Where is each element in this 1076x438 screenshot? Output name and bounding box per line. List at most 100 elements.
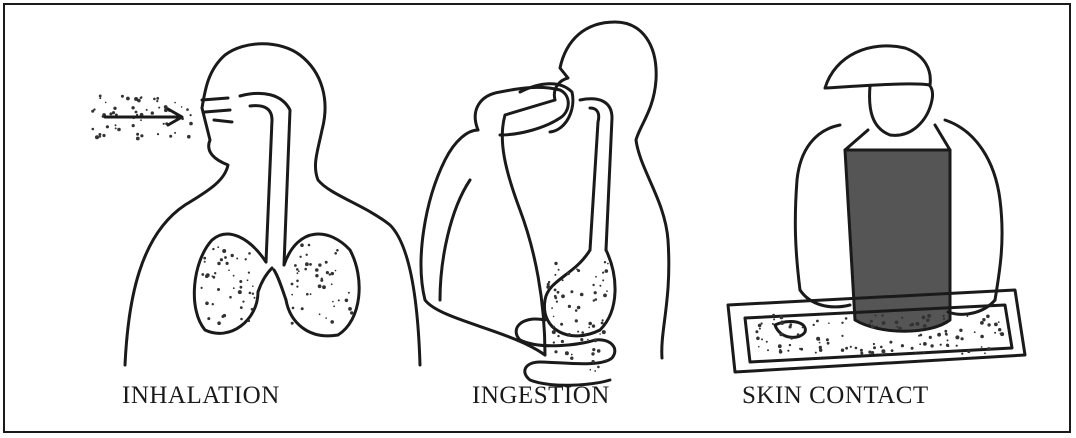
- gut-dot: [570, 290, 573, 293]
- tray-dot: [959, 329, 962, 332]
- lung-dot: [242, 301, 244, 303]
- tray-dot: [815, 352, 817, 354]
- gut-dot: [594, 291, 597, 294]
- lung-dot: [306, 293, 309, 296]
- gut-dot: [568, 305, 571, 308]
- lung-dot: [345, 299, 349, 303]
- particle-dot: [115, 124, 117, 126]
- tray-dot: [919, 334, 922, 337]
- tray-dot: [980, 335, 984, 339]
- gut-dot: [595, 276, 597, 278]
- tray-dot: [947, 339, 949, 341]
- lung-dot: [296, 286, 298, 288]
- tray-dot: [943, 318, 945, 320]
- tray-dot: [930, 344, 933, 347]
- gut-dot: [565, 351, 569, 355]
- particle-dot: [115, 127, 117, 129]
- particle-dot: [174, 102, 176, 104]
- tray-dot: [942, 315, 944, 317]
- lung-dot: [233, 275, 235, 277]
- particle-dot: [151, 111, 154, 114]
- tray-dot: [901, 317, 903, 319]
- gut-dot: [607, 263, 609, 265]
- lung-dot: [296, 268, 299, 271]
- gut-dot: [591, 360, 594, 363]
- tray-dot: [816, 337, 820, 341]
- gut-dot: [552, 330, 556, 334]
- tray-dot: [819, 342, 821, 344]
- gut-dot: [602, 272, 604, 274]
- tray-dot: [828, 322, 830, 324]
- lung-dot: [252, 285, 254, 287]
- gut-dot: [605, 359, 607, 361]
- gut-dot: [570, 357, 573, 360]
- lung-dot: [248, 272, 250, 274]
- gut-dot: [601, 322, 604, 325]
- gut-dot: [605, 269, 609, 273]
- tray-dot: [922, 316, 926, 320]
- lung-dot: [300, 243, 304, 247]
- airflow-arrow-icon: [105, 109, 182, 125]
- gut-dot: [603, 294, 607, 298]
- particle-dot: [137, 99, 141, 103]
- particle-dot: [113, 107, 116, 110]
- tray-dot: [967, 315, 969, 317]
- lung-dot: [325, 261, 328, 264]
- tray-dot: [896, 326, 898, 328]
- lung-dot: [207, 317, 210, 320]
- tray-dot: [923, 342, 927, 346]
- gut-dot: [561, 294, 565, 298]
- gut-dot: [554, 289, 557, 292]
- particle-dot: [112, 111, 115, 114]
- tray-dot: [927, 314, 931, 318]
- particle-dot: [153, 98, 156, 101]
- tray-dot: [773, 318, 775, 320]
- tray-dot: [779, 333, 783, 337]
- tray-dot: [816, 320, 819, 323]
- lung-dot: [224, 256, 227, 259]
- tray-dot: [885, 353, 887, 355]
- particle-dot: [99, 97, 101, 99]
- tray-dot: [901, 344, 904, 347]
- tray-dot: [994, 323, 998, 327]
- lung-dot: [335, 270, 337, 272]
- lung-dot: [319, 313, 321, 315]
- particle-dot: [187, 135, 191, 139]
- gut-dot: [561, 340, 564, 343]
- gut-dot: [553, 316, 555, 318]
- tray-dot: [871, 352, 873, 354]
- tray-dot: [882, 321, 886, 325]
- gut-dot: [591, 352, 594, 355]
- lung-dot: [228, 269, 230, 271]
- tray-dot: [940, 344, 942, 346]
- particle-dot: [95, 135, 99, 139]
- tray-dot: [987, 323, 990, 326]
- label-inhalation: INHALATION: [122, 382, 280, 410]
- lung-dot: [231, 254, 234, 257]
- ingestion-stipple: [546, 261, 608, 372]
- tray-dot: [895, 321, 899, 325]
- lung-dot: [334, 252, 337, 255]
- tray-dot: [915, 352, 917, 354]
- lung-dot: [296, 280, 299, 283]
- tray-dot: [841, 322, 843, 324]
- lung-dot: [220, 258, 223, 261]
- lung-dot: [348, 292, 350, 294]
- lung-dot: [252, 293, 254, 295]
- lung-dot: [291, 283, 294, 286]
- lung-dot: [299, 256, 301, 258]
- lung-dot: [331, 283, 333, 285]
- tray-dot: [911, 323, 914, 326]
- particle-dot: [174, 132, 176, 134]
- tray-dot: [998, 321, 1000, 323]
- gut-dot: [585, 333, 587, 335]
- tray-dot: [945, 333, 948, 336]
- ingestion-figure: [421, 22, 669, 385]
- tray-dot: [998, 328, 1001, 331]
- gut-dot: [568, 333, 571, 336]
- gut-dot: [556, 301, 558, 303]
- label-ingestion: INGESTION: [472, 382, 610, 410]
- lung-dot: [221, 315, 224, 318]
- tray-dot: [758, 346, 760, 348]
